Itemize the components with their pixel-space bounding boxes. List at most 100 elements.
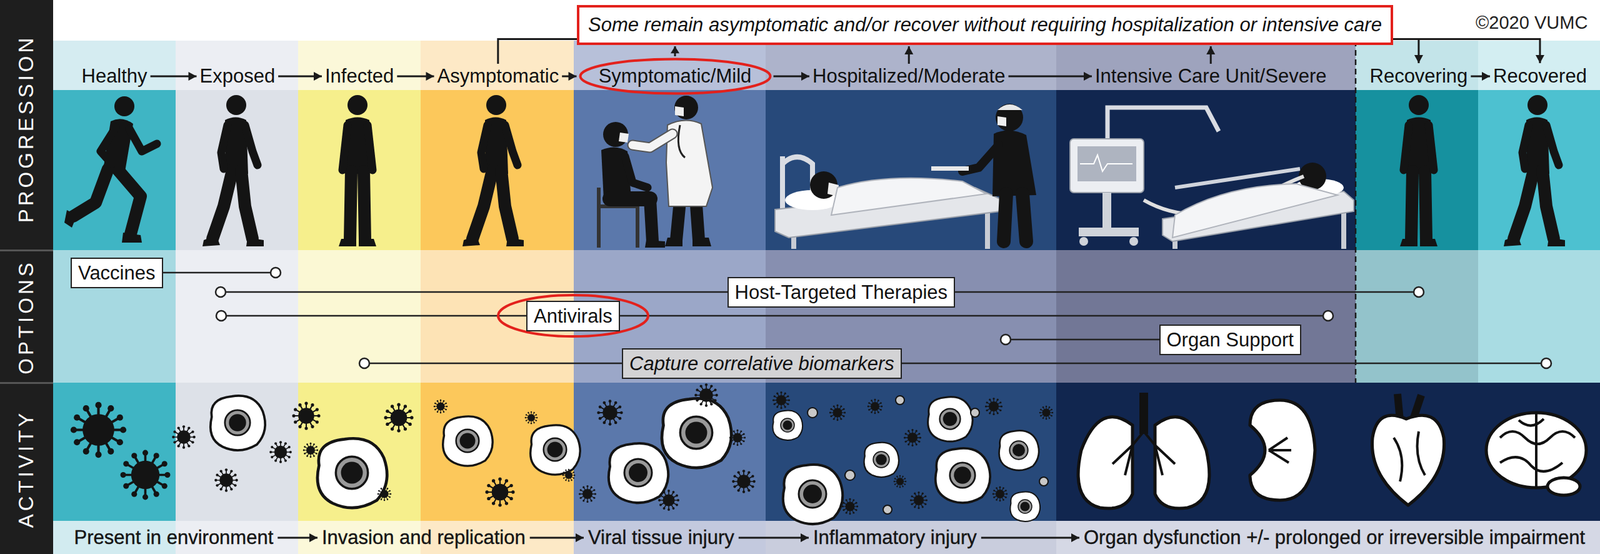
virus-activity bbox=[433, 399, 449, 414]
hospital-bed-scene bbox=[997, 116, 1007, 127]
activity-stage-text: Organ dysfunction +/- prolonged or irrev… bbox=[1083, 526, 1585, 549]
option-box: Host-Targeted Therapies bbox=[727, 276, 956, 308]
progression-image-band bbox=[420, 90, 574, 250]
flow-line bbox=[277, 536, 318, 539]
person-figures bbox=[462, 95, 524, 247]
progression-image-band bbox=[1056, 90, 1356, 250]
activity-image-band bbox=[1056, 382, 1600, 521]
copyright-note: ©2020 VUMC bbox=[1475, 12, 1588, 34]
arrow-head bbox=[188, 71, 197, 81]
arrow-head bbox=[801, 71, 810, 81]
flow-arrow bbox=[1393, 38, 1545, 64]
flow-arrow bbox=[150, 71, 197, 81]
arrow-head bbox=[904, 46, 914, 55]
virus-activity bbox=[731, 469, 756, 494]
icu-scene bbox=[1080, 155, 1133, 172]
virus-activity bbox=[210, 395, 265, 450]
icu-scene bbox=[1077, 146, 1137, 182]
option-box-text: Capture correlative biomarkers bbox=[629, 351, 895, 375]
option-box-text: Antivirals bbox=[533, 304, 613, 328]
arrow-head bbox=[568, 71, 577, 81]
option-box: Organ Support bbox=[1159, 324, 1302, 355]
virus-activity bbox=[895, 395, 905, 405]
option-leader-lines bbox=[364, 362, 1547, 365]
leader-end-circle bbox=[270, 267, 281, 278]
row-heading: PROGRESSION bbox=[14, 35, 39, 224]
activity-text-band bbox=[765, 520, 1057, 554]
flow-line bbox=[396, 75, 434, 78]
leader-end-circle bbox=[1413, 286, 1424, 297]
clinic-scene bbox=[632, 133, 673, 148]
virus-activity bbox=[485, 477, 515, 507]
icu-scene bbox=[1078, 227, 1139, 237]
flow-line bbox=[1210, 46, 1212, 64]
progression-image-band bbox=[53, 90, 1600, 250]
flow-arrow bbox=[396, 71, 434, 81]
highlighted-stage-text: Symptomatic/Mild bbox=[598, 65, 752, 88]
organ-icons bbox=[1155, 416, 1210, 509]
stage-label-text: Recovered bbox=[1493, 65, 1587, 88]
flow-arrow bbox=[498, 38, 577, 64]
person-figures bbox=[1503, 95, 1565, 247]
virus-activity bbox=[772, 410, 803, 441]
organ-icons bbox=[1250, 400, 1315, 500]
clinic-scene bbox=[674, 95, 699, 120]
activity-stage: Present in environment bbox=[71, 526, 277, 549]
stage-label: Hospitalized/Moderate bbox=[811, 65, 1007, 88]
clinic-scene bbox=[603, 121, 629, 147]
clinic-scene bbox=[625, 156, 648, 188]
clinic-scene bbox=[598, 95, 713, 248]
arrow-head bbox=[426, 71, 435, 81]
clinic-scene bbox=[678, 125, 685, 158]
options-band bbox=[53, 250, 1600, 383]
organ-icons bbox=[1486, 412, 1587, 488]
activity-stage: Invasion and replication bbox=[319, 526, 529, 549]
arrow-head bbox=[1535, 55, 1545, 64]
activity-stage-text: Present in environment bbox=[74, 526, 274, 549]
stage-label-text: Hospitalized/Moderate bbox=[812, 65, 1005, 88]
arrow-head bbox=[1414, 55, 1424, 64]
clinic-scene bbox=[632, 133, 673, 148]
activity-image-band bbox=[175, 382, 299, 521]
virus-activity bbox=[772, 391, 790, 409]
virus-activity bbox=[1010, 491, 1040, 522]
flow-line bbox=[561, 75, 577, 78]
flow-arrow bbox=[1393, 38, 1424, 64]
virus-activity bbox=[829, 404, 846, 421]
stage-label: Exposed bbox=[198, 65, 277, 88]
clinic-scene bbox=[665, 237, 712, 247]
hospital-bed-scene bbox=[992, 130, 1037, 197]
stage-label-text: Healthy bbox=[81, 65, 148, 88]
clinic-scene bbox=[692, 237, 712, 247]
person-figures bbox=[1400, 95, 1438, 247]
hospital-bed-scene bbox=[1022, 193, 1027, 242]
option-leader-lines bbox=[150, 271, 276, 274]
flow-arrow bbox=[1008, 71, 1092, 81]
flow-line bbox=[773, 75, 810, 78]
virus-activity bbox=[893, 475, 907, 489]
person-figures bbox=[64, 95, 1565, 247]
progression-image-band bbox=[1355, 90, 1479, 250]
hospital-bed-scene bbox=[962, 145, 1027, 242]
label-row-band bbox=[53, 40, 176, 90]
label-row-band bbox=[53, 40, 1600, 90]
activity-stage: Inflammatory injury bbox=[810, 526, 980, 549]
virus-activity bbox=[530, 425, 581, 475]
virus-activity bbox=[1039, 405, 1054, 420]
hospital-bed-scene bbox=[995, 103, 1024, 132]
virus-activity bbox=[970, 408, 980, 417]
virus-activity bbox=[992, 486, 1008, 502]
organ-icons bbox=[1078, 392, 1587, 509]
organ-icons bbox=[1371, 415, 1444, 505]
note-banner: Some remain asymptomatic and/or recover … bbox=[576, 5, 1394, 45]
virus-activity bbox=[608, 443, 669, 503]
person-figures bbox=[64, 96, 157, 243]
organ-icons bbox=[1268, 437, 1292, 463]
virus-activity bbox=[1039, 476, 1049, 486]
virus-activity bbox=[999, 430, 1040, 470]
organ-icons bbox=[1547, 477, 1580, 495]
arrow-head bbox=[1071, 533, 1080, 542]
person-figures bbox=[202, 95, 264, 247]
flow-arrow bbox=[773, 71, 810, 81]
